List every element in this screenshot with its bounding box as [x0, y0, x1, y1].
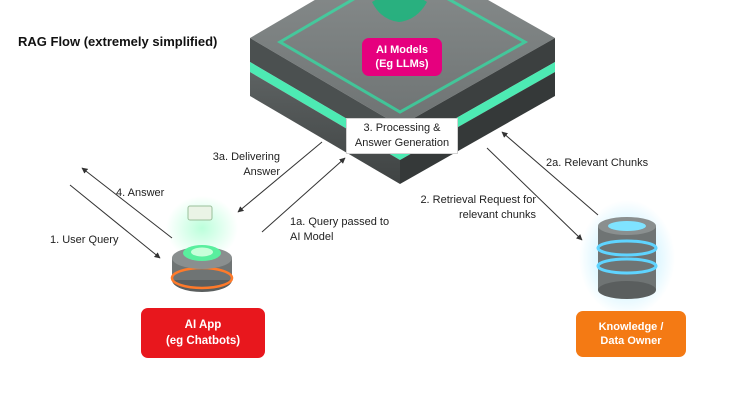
knowledge-label: Knowledge / Data Owner — [576, 311, 686, 357]
arrow-retrieval — [486, 147, 583, 241]
arrow-query-passed — [261, 157, 346, 233]
page-title: RAG Flow (extremely simplified) — [18, 34, 218, 49]
arrow-user-query — [69, 184, 161, 259]
database-icon — [579, 200, 675, 316]
ai-app-device-icon — [166, 196, 238, 292]
step-user-query: 1. User Query — [50, 234, 119, 246]
processing-label: 3. Processing & Answer Generation — [346, 118, 458, 154]
ai-models-label: AI Models (Eg LLMs) — [362, 38, 442, 76]
step-retrieval: 2. Retrieval Request for relevant chunks — [420, 194, 536, 221]
server-stack-icon — [250, 0, 555, 184]
step-relevant-chunks: 2a. Relevant Chunks — [546, 157, 649, 169]
step-query-passed: 1a. Query passed to AI Model — [290, 216, 390, 243]
arrow-answer — [81, 167, 173, 239]
step-delivering: 3a. Delivering Answer — [212, 151, 280, 178]
arrow-delivering — [237, 141, 323, 213]
ai-app-label: AI App (eg Chatbots) — [141, 308, 265, 358]
arrow-relevant-chunks — [501, 131, 599, 216]
step-answer: 4. Answer — [116, 187, 165, 199]
